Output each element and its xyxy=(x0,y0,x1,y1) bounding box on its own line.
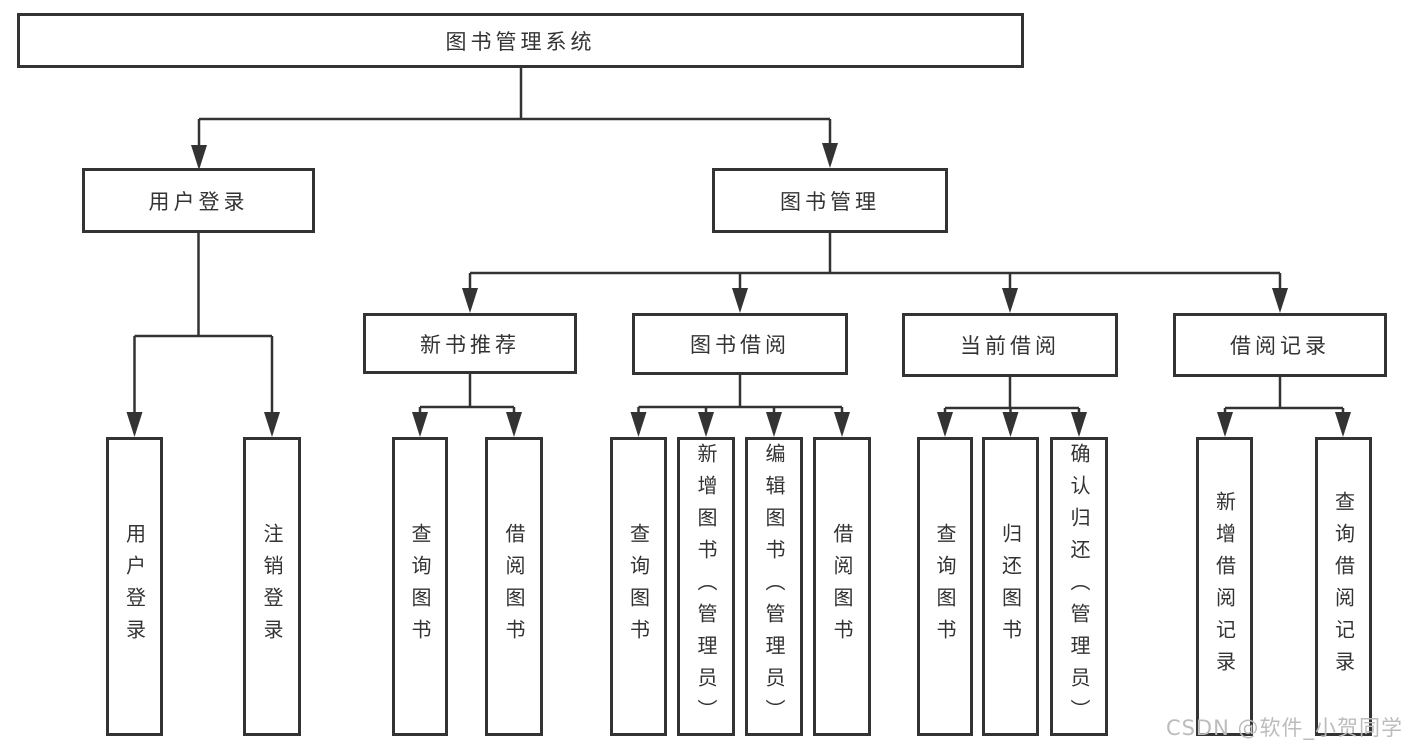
node-library-system: 图书管理系统 xyxy=(17,13,1024,68)
arrowhead-icon xyxy=(1335,412,1351,437)
node-label: 用户登录 xyxy=(148,189,249,214)
leaf-nb-borrow-books: 借阅图书 xyxy=(485,437,543,736)
arrowhead-icon xyxy=(822,143,838,168)
node-label: 查询图书 xyxy=(626,522,651,651)
arrowhead-icon xyxy=(732,288,748,313)
node-label: 借阅图书 xyxy=(502,522,526,651)
arrowhead-icon xyxy=(1002,412,1019,437)
node-label: 新增图书（管理员） xyxy=(694,442,718,731)
arrowhead-icon xyxy=(506,412,522,437)
node-book-borrowing: 图书借阅 xyxy=(632,313,848,375)
node-label: 图书借阅 xyxy=(690,333,790,357)
leaf-bb-edit-books-admin: 编辑图书（管理员） xyxy=(745,437,803,736)
node-new-book-recommend: 新书推荐 xyxy=(363,313,577,374)
arrowhead-icon xyxy=(766,412,782,437)
arrowhead-icon xyxy=(462,288,478,313)
node-label: 图书管理 xyxy=(780,189,880,214)
node-label: 图书管理系统 xyxy=(445,29,596,54)
leaf-br-query-record: 查询借阅记录 xyxy=(1315,437,1372,736)
node-label: 新书推荐 xyxy=(420,332,520,357)
leaf-bb-query-books: 查询图书 xyxy=(610,437,667,736)
arrowhead-icon xyxy=(834,412,850,437)
leaf-bb-borrow-books: 借阅图书 xyxy=(813,437,871,736)
leaf-nb-query-books: 查询图书 xyxy=(392,437,448,736)
node-label: 查询图书 xyxy=(933,522,957,651)
node-user-login: 用户登录 xyxy=(82,168,315,233)
leaf-bb-add-books-admin: 新增图书（管理员） xyxy=(677,437,735,736)
leaf-cb-query-books: 查询图书 xyxy=(917,437,973,736)
arrowhead-icon xyxy=(698,412,714,437)
node-borrowing-records: 借阅记录 xyxy=(1173,313,1387,377)
arrowhead-icon xyxy=(630,412,647,437)
leaf-cb-return-books: 归还图书 xyxy=(982,437,1039,736)
node-label: 注销登录 xyxy=(260,522,284,651)
node-label: 新增借阅记录 xyxy=(1212,490,1237,683)
node-book-management: 图书管理 xyxy=(712,168,948,233)
node-label: 归还图书 xyxy=(998,522,1023,651)
connector-lines xyxy=(133,68,1345,433)
node-label: 查询借阅记录 xyxy=(1331,490,1356,683)
node-label: 借阅图书 xyxy=(830,522,854,651)
arrowhead-icon xyxy=(191,145,207,170)
arrowhead-icon xyxy=(1272,288,1288,313)
node-label: 确认归还（管理员） xyxy=(1067,442,1091,731)
arrowhead-icon xyxy=(1217,412,1233,437)
node-label: 借阅记录 xyxy=(1230,334,1330,358)
node-label: 编辑图书（管理员） xyxy=(762,442,786,731)
leaf-logout: 注销登录 xyxy=(243,437,301,736)
arrowhead-icon xyxy=(126,412,143,437)
leaf-br-add-record: 新增借阅记录 xyxy=(1196,437,1253,736)
arrowhead-icon xyxy=(1002,288,1018,313)
leaf-cb-confirm-return-admin: 确认归还（管理员） xyxy=(1050,437,1108,736)
leaf-user-login: 用户登录 xyxy=(106,437,163,736)
node-current-borrowing: 当前借阅 xyxy=(902,313,1118,377)
csdn-watermark: CSDN @软件_小贺同学 xyxy=(1165,716,1403,740)
node-label: 用户登录 xyxy=(122,522,147,651)
arrowhead-icon xyxy=(412,412,428,437)
arrowhead-icon xyxy=(264,412,280,437)
arrowhead-icon xyxy=(1071,412,1087,437)
node-label: 当前借阅 xyxy=(960,334,1060,358)
node-label: 查询图书 xyxy=(408,522,432,651)
arrowhead-icon xyxy=(937,412,953,437)
